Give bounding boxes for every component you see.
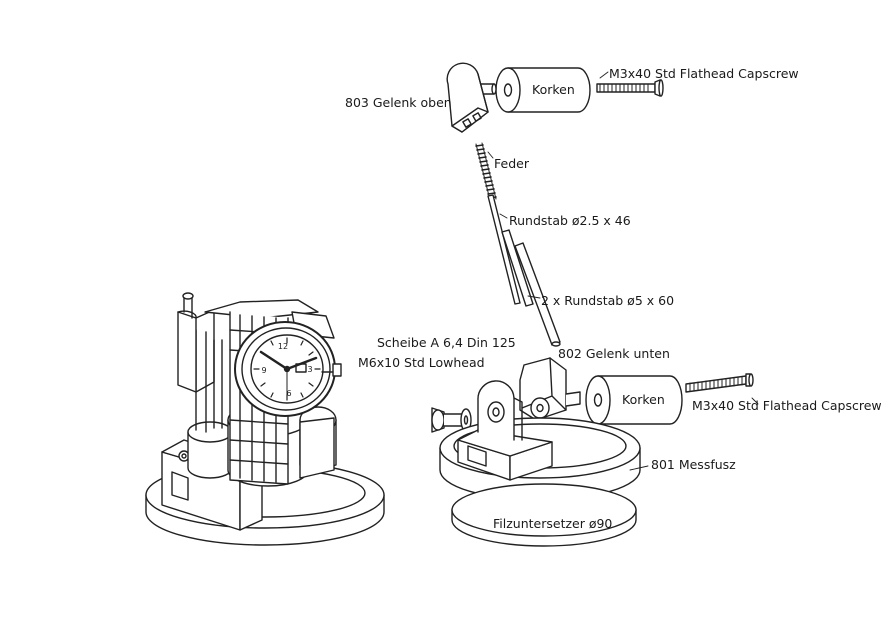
label-gelenk-unten: 802 Gelenk unten	[558, 346, 670, 361]
part-flathead-capscrew-top	[596, 79, 664, 97]
part-feder-spring	[475, 142, 497, 201]
assembled-watch-head: 12 3 6 9	[234, 321, 342, 417]
label-rundstab-small: Rundstab ø2.5 x 46	[509, 213, 631, 228]
watch-numeral-3: 3	[307, 365, 312, 374]
watch-numeral-12: 12	[278, 342, 288, 351]
label-flathead-capscrew-bottom: M3x40 Std Flathead Capscrew	[692, 398, 882, 413]
label-flathead-capscrew-top: M3x40 Std Flathead Capscrew	[609, 66, 799, 81]
label-rundstab-big: 2 x Rundstab ø5 x 60	[541, 293, 675, 308]
leader-lines	[487, 71, 759, 471]
label-lowhead: M6x10 Std Lowhead	[358, 355, 485, 370]
part-rundstab-thin	[487, 194, 521, 305]
part-gelenk-unten	[519, 357, 567, 421]
label-filzuntersetzer: Filzuntersetzer ø90	[493, 516, 613, 531]
label-gelenk-oben: 803 Gelenk oben	[345, 95, 452, 110]
part-rundstab-thick-pair	[501, 229, 561, 347]
label-scheibe: Scheibe A 6,4 Din 125	[377, 335, 516, 350]
assembled-rods	[195, 329, 223, 433]
part-korken-bottom	[585, 375, 683, 425]
part-flathead-capscrew-bottom	[685, 373, 754, 393]
assembled-upper-hinge	[177, 292, 215, 393]
label-korken-bottom: Korken	[622, 392, 665, 407]
part-filzuntersetzer	[451, 483, 637, 547]
part-korken-top	[495, 67, 591, 113]
assembled-watch-stand: 12 3 6 9	[145, 292, 385, 546]
part-pin-bottom	[565, 391, 581, 407]
label-messfusz: 801 Messfusz	[651, 457, 736, 472]
part-gelenk-oben	[446, 62, 489, 133]
label-feder: Feder	[494, 156, 529, 171]
watch-numeral-6: 6	[286, 389, 291, 398]
watch-numeral-9: 9	[261, 366, 266, 375]
label-korken-top: Korken	[532, 82, 575, 97]
